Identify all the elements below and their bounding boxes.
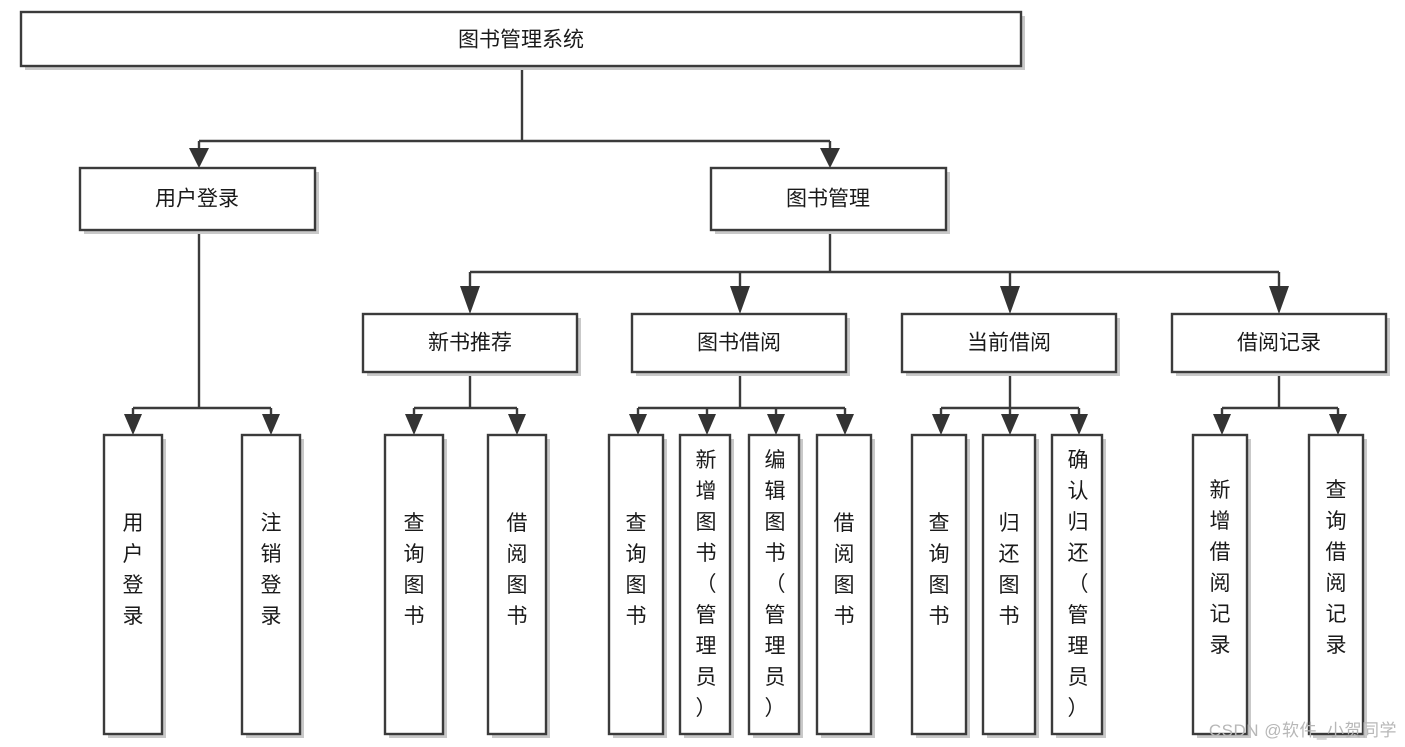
arrow-to-book-borrow bbox=[730, 286, 750, 314]
node-borrow-record[interactable]: 借阅记录 bbox=[1170, 312, 1390, 376]
node-leaf-edit-book-label: 编辑图书（管理员） bbox=[765, 449, 786, 720]
node-user-login-label: 用户登录 bbox=[155, 188, 239, 211]
node-leaf-query-record-label: 查询借阅记录 bbox=[1326, 479, 1347, 657]
node-leaf-add-record-label: 新增借阅记录 bbox=[1210, 479, 1231, 657]
node-leaf-user-login-label: 用户登录 bbox=[123, 512, 144, 628]
node-current-borrow-label: 当前借阅 bbox=[967, 332, 1051, 355]
node-root[interactable]: 图书管理系统 bbox=[19, 10, 1025, 70]
node-leaf-borrow-book-1[interactable]: 借阅图书 bbox=[486, 433, 550, 738]
node-leaf-logout-login-label: 注销登录 bbox=[261, 512, 282, 628]
connector-layer bbox=[124, 68, 1347, 435]
node-leaf-query-record[interactable]: 查询借阅记录 bbox=[1307, 433, 1367, 738]
arrow-to-leaf-query-record bbox=[1329, 414, 1347, 435]
arrow-to-leaf-add-record bbox=[1213, 414, 1231, 435]
node-leaf-return-book-label: 归还图书 bbox=[999, 512, 1020, 628]
arrow-to-user-login bbox=[189, 148, 209, 168]
node-leaf-query-book-1-label: 查询图书 bbox=[404, 512, 425, 628]
arrow-to-leaf-query-book-2 bbox=[629, 414, 647, 435]
node-leaf-borrow-book-2-label: 借阅图书 bbox=[834, 512, 855, 628]
node-current-borrow[interactable]: 当前借阅 bbox=[900, 312, 1120, 376]
arrow-to-leaf-query-book-3 bbox=[932, 414, 950, 435]
node-book-manage[interactable]: 图书管理 bbox=[709, 166, 950, 234]
arrow-to-leaf-add-book bbox=[698, 414, 716, 435]
arrow-to-leaf-query-book-1 bbox=[405, 414, 423, 435]
node-leaf-edit-book[interactable]: 编辑图书（管理员） bbox=[747, 433, 803, 738]
node-leaf-return-book[interactable]: 归还图书 bbox=[981, 433, 1039, 738]
node-leaf-add-book-label: 新增图书（管理员） bbox=[696, 449, 717, 720]
arrow-to-borrow-record bbox=[1269, 286, 1289, 314]
node-book-borrow-label: 图书借阅 bbox=[697, 332, 781, 355]
node-root-label: 图书管理系统 bbox=[458, 29, 584, 52]
arrow-to-leaf-user-login bbox=[124, 414, 142, 435]
node-leaf-query-book-2[interactable]: 查询图书 bbox=[607, 433, 667, 738]
arrow-to-leaf-borrow-book-2 bbox=[836, 414, 854, 435]
node-leaf-add-book[interactable]: 新增图书（管理员） bbox=[678, 433, 734, 738]
arrow-to-current-borrow bbox=[1000, 286, 1020, 314]
arrow-to-leaf-borrow-book-1 bbox=[508, 414, 526, 435]
node-leaf-logout-login[interactable]: 注销登录 bbox=[240, 433, 304, 738]
node-leaf-confirm-return-label: 确认归还（管理员） bbox=[1068, 449, 1089, 720]
node-user-login[interactable]: 用户登录 bbox=[78, 166, 319, 234]
node-book-borrow[interactable]: 图书借阅 bbox=[630, 312, 850, 376]
arrow-to-leaf-logout-login bbox=[262, 414, 280, 435]
arrow-to-book-manage bbox=[820, 148, 840, 168]
node-leaf-user-login[interactable]: 用户登录 bbox=[102, 433, 166, 738]
node-leaf-borrow-book-1-label: 借阅图书 bbox=[507, 512, 528, 628]
arrow-to-leaf-confirm-return bbox=[1070, 414, 1088, 435]
node-leaf-add-record[interactable]: 新增借阅记录 bbox=[1191, 433, 1251, 738]
arrow-to-leaf-return-book bbox=[1001, 414, 1019, 435]
node-leaf-query-book-2-label: 查询图书 bbox=[626, 512, 647, 628]
node-leaf-confirm-return[interactable]: 确认归还（管理员） bbox=[1050, 433, 1106, 738]
node-leaf-query-book-3[interactable]: 查询图书 bbox=[910, 433, 970, 738]
arrow-to-new-book-recommend bbox=[460, 286, 480, 314]
node-new-book-recommend[interactable]: 新书推荐 bbox=[361, 312, 581, 376]
node-leaf-query-book-1[interactable]: 查询图书 bbox=[383, 433, 447, 738]
node-leaf-borrow-book-2[interactable]: 借阅图书 bbox=[815, 433, 875, 738]
node-new-book-recommend-label: 新书推荐 bbox=[428, 332, 512, 355]
node-borrow-record-label: 借阅记录 bbox=[1237, 332, 1321, 355]
node-book-manage-label: 图书管理 bbox=[786, 188, 870, 211]
node-leaf-query-book-3-label: 查询图书 bbox=[929, 512, 950, 628]
arrow-to-leaf-edit-book bbox=[767, 414, 785, 435]
